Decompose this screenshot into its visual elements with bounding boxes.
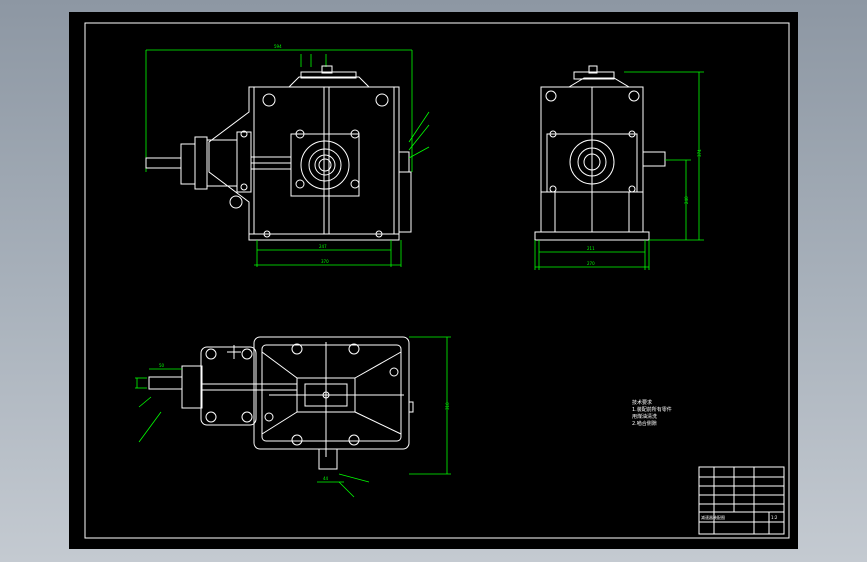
drawing-canvas: 594 <box>69 12 798 549</box>
dim-side-bottom-inner: 211 <box>587 246 595 251</box>
technical-notes: 技术要求 1.装配前所有零件 用煤油清洗 2.啮合侧隙 <box>632 399 672 427</box>
drawing-svg: 594 <box>84 22 790 539</box>
top-view: 50 44 310 <box>135 336 451 498</box>
note-line-2: 1.装配前所有零件 <box>632 406 672 413</box>
note-line-4: 2.啮合侧隙 <box>632 420 657 427</box>
dim-side-bottom-outer: 270 <box>587 261 595 266</box>
note-line-3: 用煤油清洗 <box>632 413 657 420</box>
front-view: 594 <box>145 44 430 267</box>
dim-front-bottom-inner: 247 <box>319 244 327 249</box>
dim-side-height-inner: 240 <box>684 196 689 204</box>
dim-side-height-outer: 374 <box>697 149 702 157</box>
dim-front-bottom-outer: 370 <box>321 259 329 264</box>
title-block-title: 减速器装配图 <box>701 514 725 520</box>
dim-top-height: 310 <box>445 402 450 410</box>
dim-top-shaft: 50 <box>159 363 165 368</box>
title-block: 减速器装配图 1:2 <box>698 466 785 535</box>
dim-top-bottom: 44 <box>323 476 329 481</box>
title-block-scale: 1:2 <box>771 515 778 520</box>
drawing-frame <box>84 22 790 539</box>
side-view: 374 240 211 270 <box>534 65 704 270</box>
dim-front-top: 594 <box>274 44 282 49</box>
note-line-1: 技术要求 <box>632 399 652 406</box>
